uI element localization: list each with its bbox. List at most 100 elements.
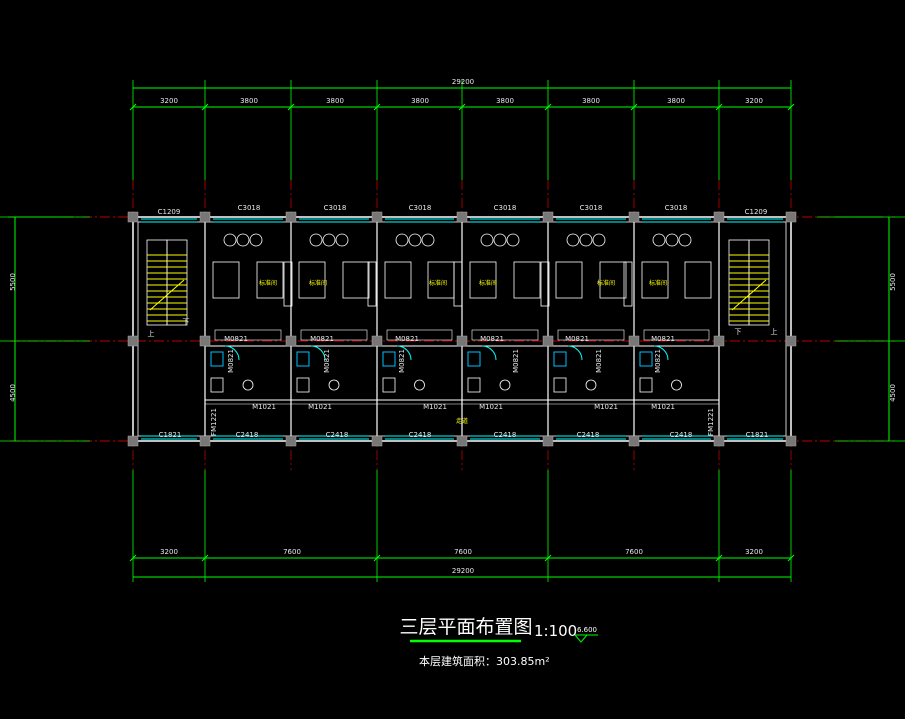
dimension-tick xyxy=(630,103,638,111)
dim-bottom-seg: 7600 xyxy=(625,548,643,556)
stair-outline xyxy=(748,239,770,326)
dimension-tick xyxy=(787,554,795,562)
dim-right-upper: 5500 xyxy=(889,273,897,291)
stair-up-label: 上 xyxy=(771,327,778,336)
column xyxy=(127,335,139,347)
room-label: 标准间 xyxy=(479,279,497,287)
dim-top-seg: 3800 xyxy=(496,97,514,105)
chair xyxy=(678,233,692,247)
dimension-tick xyxy=(787,103,795,111)
bath-fixture xyxy=(553,351,567,367)
window-label: C3018 xyxy=(238,204,261,212)
furniture xyxy=(146,233,770,393)
door-label: M1021 xyxy=(423,403,447,411)
stair-outline xyxy=(728,239,750,326)
dim-top-seg: 3800 xyxy=(326,97,344,105)
room-label: 标准间 xyxy=(597,279,615,287)
column xyxy=(285,335,297,347)
chair xyxy=(652,233,666,247)
window-label: C3018 xyxy=(580,204,603,212)
elevation-mark: 6.600 xyxy=(577,626,597,634)
dim-top-seg: 3800 xyxy=(582,97,600,105)
window-label: C2418 xyxy=(670,431,693,439)
door-label: M1021 xyxy=(252,403,276,411)
tv-panel xyxy=(283,261,293,307)
window-label: C1209 xyxy=(158,208,181,216)
bed xyxy=(555,261,583,299)
dim-top-seg: 3800 xyxy=(240,97,258,105)
dim-top-seg: 3800 xyxy=(411,97,429,105)
wardrobe xyxy=(386,329,453,341)
dimension-tick xyxy=(458,103,466,111)
chair xyxy=(223,233,237,247)
bath-fixture xyxy=(467,351,481,367)
door-label: M0821 xyxy=(323,349,331,373)
window-label: C1821 xyxy=(159,431,182,439)
column xyxy=(371,211,383,223)
chair xyxy=(592,233,606,247)
room-label: 标准间 xyxy=(429,279,447,287)
chair xyxy=(480,233,494,247)
door-label: FM1221 xyxy=(707,408,715,436)
window-label: C3018 xyxy=(324,204,347,212)
column xyxy=(713,435,725,447)
door-label: M1021 xyxy=(594,403,618,411)
chair xyxy=(421,233,435,247)
stair-outline xyxy=(146,239,168,326)
stair-arrow xyxy=(149,279,185,311)
dimension-tick xyxy=(201,554,209,562)
door-label: M1021 xyxy=(651,403,675,411)
window-label: C2418 xyxy=(409,431,432,439)
wardrobe xyxy=(643,329,710,341)
chair xyxy=(309,233,323,247)
dim-top-total: 29200 xyxy=(452,78,474,86)
door-label: M1021 xyxy=(479,403,503,411)
bed xyxy=(684,261,712,299)
door-label: M0821 xyxy=(395,335,419,343)
bed xyxy=(513,261,541,299)
column xyxy=(285,211,297,223)
dim-bottom-seg: 3200 xyxy=(745,548,763,556)
bath-fixture xyxy=(210,351,224,367)
door-label: M0821 xyxy=(512,349,520,373)
door-swing xyxy=(567,345,583,361)
column xyxy=(628,335,640,347)
dimension-tick xyxy=(129,103,137,111)
dim-bottom-seg: 7600 xyxy=(283,548,301,556)
door-label: M1021 xyxy=(308,403,332,411)
bath-fixture xyxy=(639,351,653,367)
chair xyxy=(395,233,409,247)
column xyxy=(785,335,797,347)
door-label: M0821 xyxy=(227,349,235,373)
dimension-tick xyxy=(373,554,381,562)
column xyxy=(127,435,139,447)
chair xyxy=(579,233,593,247)
dimension-lines xyxy=(0,80,905,582)
bed xyxy=(469,261,497,299)
toilet xyxy=(639,377,653,393)
column xyxy=(628,211,640,223)
door-swing xyxy=(653,345,669,361)
toilet xyxy=(553,377,567,393)
dimension-tick xyxy=(129,554,137,562)
window-label: C1209 xyxy=(745,208,768,216)
sink xyxy=(242,379,254,391)
door-swing xyxy=(481,345,497,361)
sink xyxy=(328,379,340,391)
walls xyxy=(127,211,797,447)
sink xyxy=(585,379,597,391)
door-swing xyxy=(396,345,412,361)
bed xyxy=(641,261,669,299)
stair-arrow xyxy=(731,279,767,311)
chair xyxy=(236,233,250,247)
toilet xyxy=(467,377,481,393)
door-label: FM1221 xyxy=(210,408,218,436)
chair xyxy=(506,233,520,247)
door-swing xyxy=(310,345,326,361)
window-label: C2418 xyxy=(494,431,517,439)
door-label: M0821 xyxy=(565,335,589,343)
sink xyxy=(414,379,425,391)
bed xyxy=(298,261,326,299)
chair xyxy=(408,233,422,247)
